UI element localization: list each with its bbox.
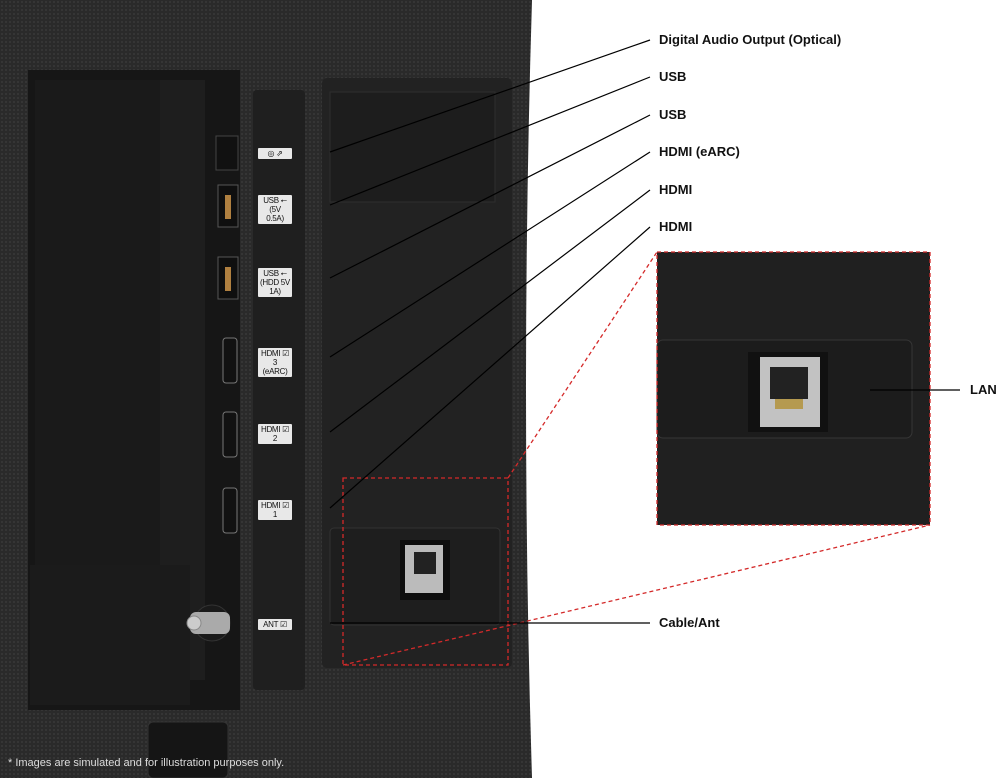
callout-hdmi-2: HDMI — [659, 182, 693, 197]
callout-usb-1: USB — [659, 69, 687, 84]
hdmi-port-2 — [222, 411, 238, 458]
port-label-text: 3 (eARC) — [262, 358, 288, 376]
port-label-text: HDMI ☑ — [260, 349, 290, 358]
port-label-optical: ◎ ⇗ — [258, 148, 292, 159]
footnote: * Images are simulated and for illustrat… — [8, 757, 285, 769]
port-label-text: USB ⭠ — [263, 269, 287, 278]
callout-cable-ant: Cable/Ant — [659, 615, 720, 630]
callout-usb-2: USB — [659, 107, 687, 122]
port-label-text: 2 — [272, 434, 278, 443]
label-strip — [253, 90, 305, 690]
rear-cover — [322, 78, 512, 668]
port-label-text: 1 — [272, 510, 278, 519]
port-label-usb1: USB ⭠(5V 0.5A) — [258, 195, 292, 224]
port-label-text: (HDD 5V 1A) — [260, 278, 290, 296]
highlight-box — [342, 251, 931, 666]
ant-port — [190, 612, 230, 634]
port-label-ant: ANT ☑ — [258, 619, 292, 630]
port-label-usb2: USB ⭠(HDD 5V 1A) — [258, 268, 292, 297]
port-label-text: HDMI ☑ — [260, 425, 290, 434]
callout-optical: Digital Audio Output (Optical) — [659, 32, 842, 47]
callout-hdmi-1: HDMI — [659, 219, 693, 234]
port-label-hdmi2: HDMI ☑2 — [258, 424, 292, 444]
port-label-hdmi3: HDMI ☑3 (eARC) — [258, 348, 292, 377]
optical-port — [215, 135, 239, 171]
port-label-text: HDMI ☑ — [260, 501, 290, 510]
callout-hdmi-earc: HDMI (eARC) — [659, 144, 740, 159]
port-label-text: USB ⭠ — [263, 196, 287, 205]
hdmi-port-3 — [222, 337, 238, 384]
port-label-text: (5V 0.5A) — [266, 205, 284, 223]
callout-lan: LAN — [970, 382, 997, 397]
hdmi-port-1 — [222, 487, 238, 534]
leader-lines — [329, 39, 960, 624]
port-label-hdmi1: HDMI ☑1 — [258, 500, 292, 520]
